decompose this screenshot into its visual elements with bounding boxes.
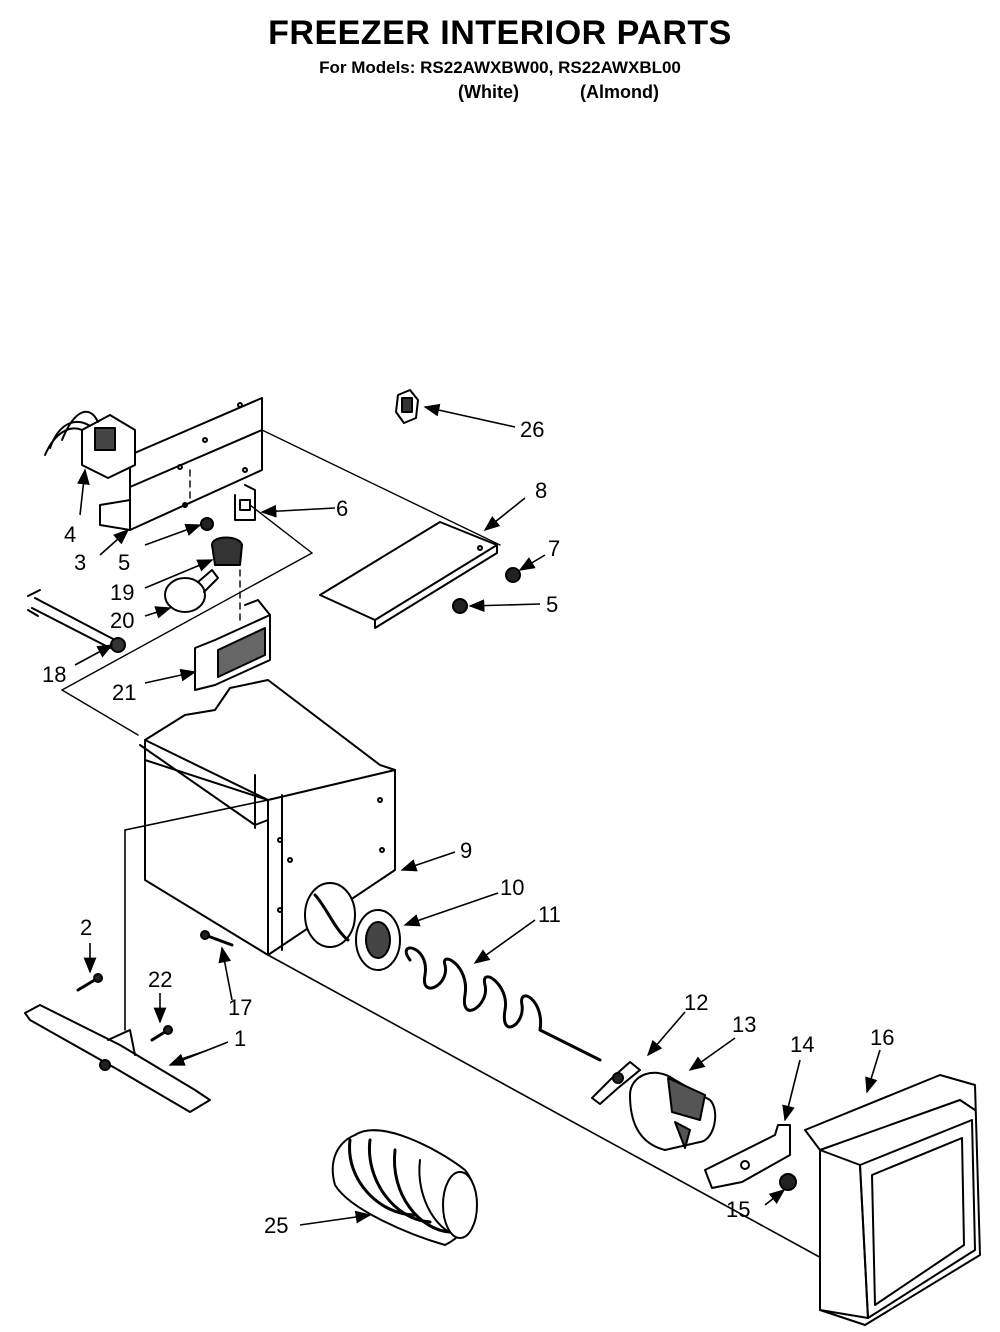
callout-numbers: 26 8 6 7 5 4 3 5 19 20 18 21 9 10 11 2 2… <box>42 417 894 1238</box>
screw-2 <box>76 973 103 992</box>
callout-18: 18 <box>42 662 66 687</box>
light-shield <box>194 599 271 691</box>
light-socket-clip <box>234 484 256 521</box>
screw-7 <box>505 567 521 583</box>
callout-1: 1 <box>234 1026 246 1051</box>
bin-support-bracket <box>24 1004 211 1113</box>
bin-outline-lines <box>124 799 826 1261</box>
callout-21: 21 <box>112 680 136 705</box>
screw-17 <box>200 930 234 947</box>
callout-13: 13 <box>732 1012 756 1037</box>
auger-spring <box>404 946 602 1062</box>
cover-panel <box>319 521 498 629</box>
callout-15: 15 <box>726 1197 750 1222</box>
callout-8: 8 <box>535 478 547 503</box>
callout-6: 6 <box>336 496 348 521</box>
callout-22: 22 <box>148 967 172 992</box>
callout-14: 14 <box>790 1032 814 1057</box>
front-cover <box>804 1074 981 1326</box>
screw-22 <box>150 1025 173 1042</box>
callout-11: 11 <box>538 902 561 927</box>
power-cord <box>27 589 126 653</box>
callout-17: 17 <box>228 995 252 1020</box>
callout-4: 4 <box>64 522 76 547</box>
screw-upper <box>200 517 214 531</box>
assembly-guide-lines <box>61 429 501 1061</box>
callout-5-cover: 5 <box>546 592 558 617</box>
thermostat-part <box>44 410 136 479</box>
crusher-housing <box>629 1071 717 1151</box>
callout-leaders <box>74 403 881 1226</box>
callout-2: 2 <box>80 915 92 940</box>
auger-motor-drum <box>331 1129 478 1246</box>
light-bulb <box>164 569 219 613</box>
callout-16: 16 <box>870 1025 894 1050</box>
variant-almond: (Almond) <box>580 82 659 102</box>
page-title: FREEZER INTERIOR PARTS <box>268 14 732 52</box>
auger-blade <box>591 1061 641 1105</box>
callout-20: 20 <box>110 608 134 633</box>
callout-9: 9 <box>460 838 472 863</box>
model-numbers: For Models: RS22AWXBW00, RS22AWXBL00 <box>319 58 681 77</box>
callout-25: 25 <box>264 1213 288 1238</box>
callout-12: 12 <box>684 990 708 1015</box>
auger-bearing <box>355 909 401 971</box>
callout-3: 3 <box>74 550 86 575</box>
nut <box>779 1173 797 1191</box>
variant-white: (White) <box>458 82 519 102</box>
screw-5-lower <box>452 598 468 614</box>
control-housing-plate <box>99 397 263 531</box>
light-socket <box>211 536 243 566</box>
callout-5-plate: 5 <box>118 550 130 575</box>
callout-7: 7 <box>548 536 560 561</box>
callout-10: 10 <box>500 875 524 900</box>
mounting-bracket <box>704 1124 791 1189</box>
small-clip <box>395 389 419 424</box>
callout-26: 26 <box>520 417 544 442</box>
ice-bin-container <box>139 679 396 956</box>
callout-19: 19 <box>110 580 134 605</box>
